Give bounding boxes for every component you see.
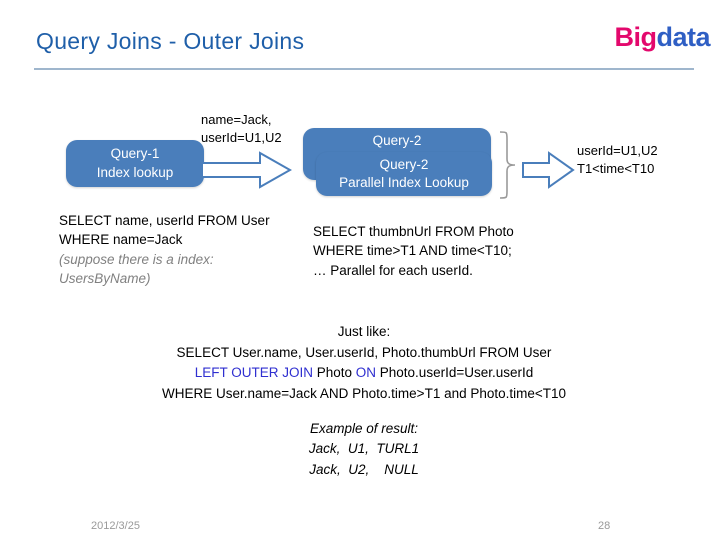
page-title: Query Joins - Outer Joins — [36, 28, 305, 54]
example-result-block: Example of result: Jack, U1, TURL1 Jack,… — [0, 419, 728, 480]
footer-page-number: 28 — [598, 520, 611, 532]
just-like-heading: Just like: — [337, 324, 391, 339]
just-like-block: Just like: SELECT User.name, User.userId… — [0, 322, 728, 404]
sql-block-left: SELECT name, userId FROM User WHERE name… — [59, 211, 270, 289]
logo-text-data: data — [656, 22, 710, 52]
arrow-1-label: name=Jack, userId=U1,U2 — [201, 111, 282, 146]
bigdata-logo: Bigdata — [614, 24, 710, 51]
query-2-front-line2: Parallel Index Lookup — [339, 175, 469, 190]
just-like-line1: SELECT User.name, User.userId, Photo.thu… — [176, 344, 552, 360]
just-like-line2-mid: Photo — [313, 365, 356, 381]
sql-left-note1: (suppose there is a index: — [59, 251, 214, 267]
sql-keyword-left-outer-join: LEFT OUTER JOIN — [194, 365, 313, 381]
sql-right-line3: … Parallel for each userId. — [313, 262, 473, 278]
example-result-row-2: Jack, U2, NULL — [309, 461, 419, 477]
arrow-1-label-line2: userId=U1,U2 — [201, 129, 282, 145]
query-1-box: Query-1 Index lookup — [66, 140, 204, 187]
arrow-2-label-line2: T1<time<T10 — [577, 160, 655, 176]
sql-left-line1: SELECT name, userId FROM User — [59, 213, 270, 228]
sql-block-right: SELECT thumbnUrl FROM Photo WHERE time>T… — [313, 222, 514, 280]
right-curly-brace-icon — [497, 130, 519, 205]
example-result-heading: Example of result: — [309, 421, 419, 436]
sql-right-line1: SELECT thumbnUrl FROM Photo — [313, 224, 514, 239]
logo-text-big: Big — [614, 22, 657, 52]
arrow-1-label-line1: name=Jack, — [201, 112, 272, 127]
query-2-front-box: Query-2 Parallel Index Lookup — [316, 152, 492, 196]
just-like-line2-tail: Photo.userId=User.userId — [376, 365, 534, 381]
arrow-2-label: userId=U1,U2 T1<time<T10 — [577, 142, 658, 177]
sql-keyword-on: ON — [355, 365, 377, 381]
query-2-front-line1: Query-2 — [379, 156, 429, 172]
flow-arrow-right-2-icon — [521, 150, 575, 195]
flow-arrow-right-icon — [200, 150, 293, 195]
example-result-row-1: Jack, U1, TURL1 — [308, 441, 420, 457]
footer-date: 2012/3/25 — [91, 520, 140, 532]
query-2-back-line1: Query-2 — [372, 133, 422, 148]
just-like-line2: LEFT OUTER JOIN Photo ON Photo.userId=Us… — [0, 363, 728, 384]
arrow-2-label-line1: userId=U1,U2 — [577, 143, 658, 158]
just-like-line3: WHERE User.name=Jack AND Photo.time>T1 a… — [161, 385, 567, 401]
sql-left-note2: UsersByName) — [59, 271, 151, 287]
query-1-line2: Index lookup — [96, 164, 174, 180]
sql-right-line2: WHERE time>T1 AND time<T10; — [313, 243, 512, 259]
title-divider — [34, 68, 694, 70]
query-1-line1: Query-1 — [110, 146, 160, 162]
sql-left-line2: WHERE name=Jack — [59, 232, 183, 248]
